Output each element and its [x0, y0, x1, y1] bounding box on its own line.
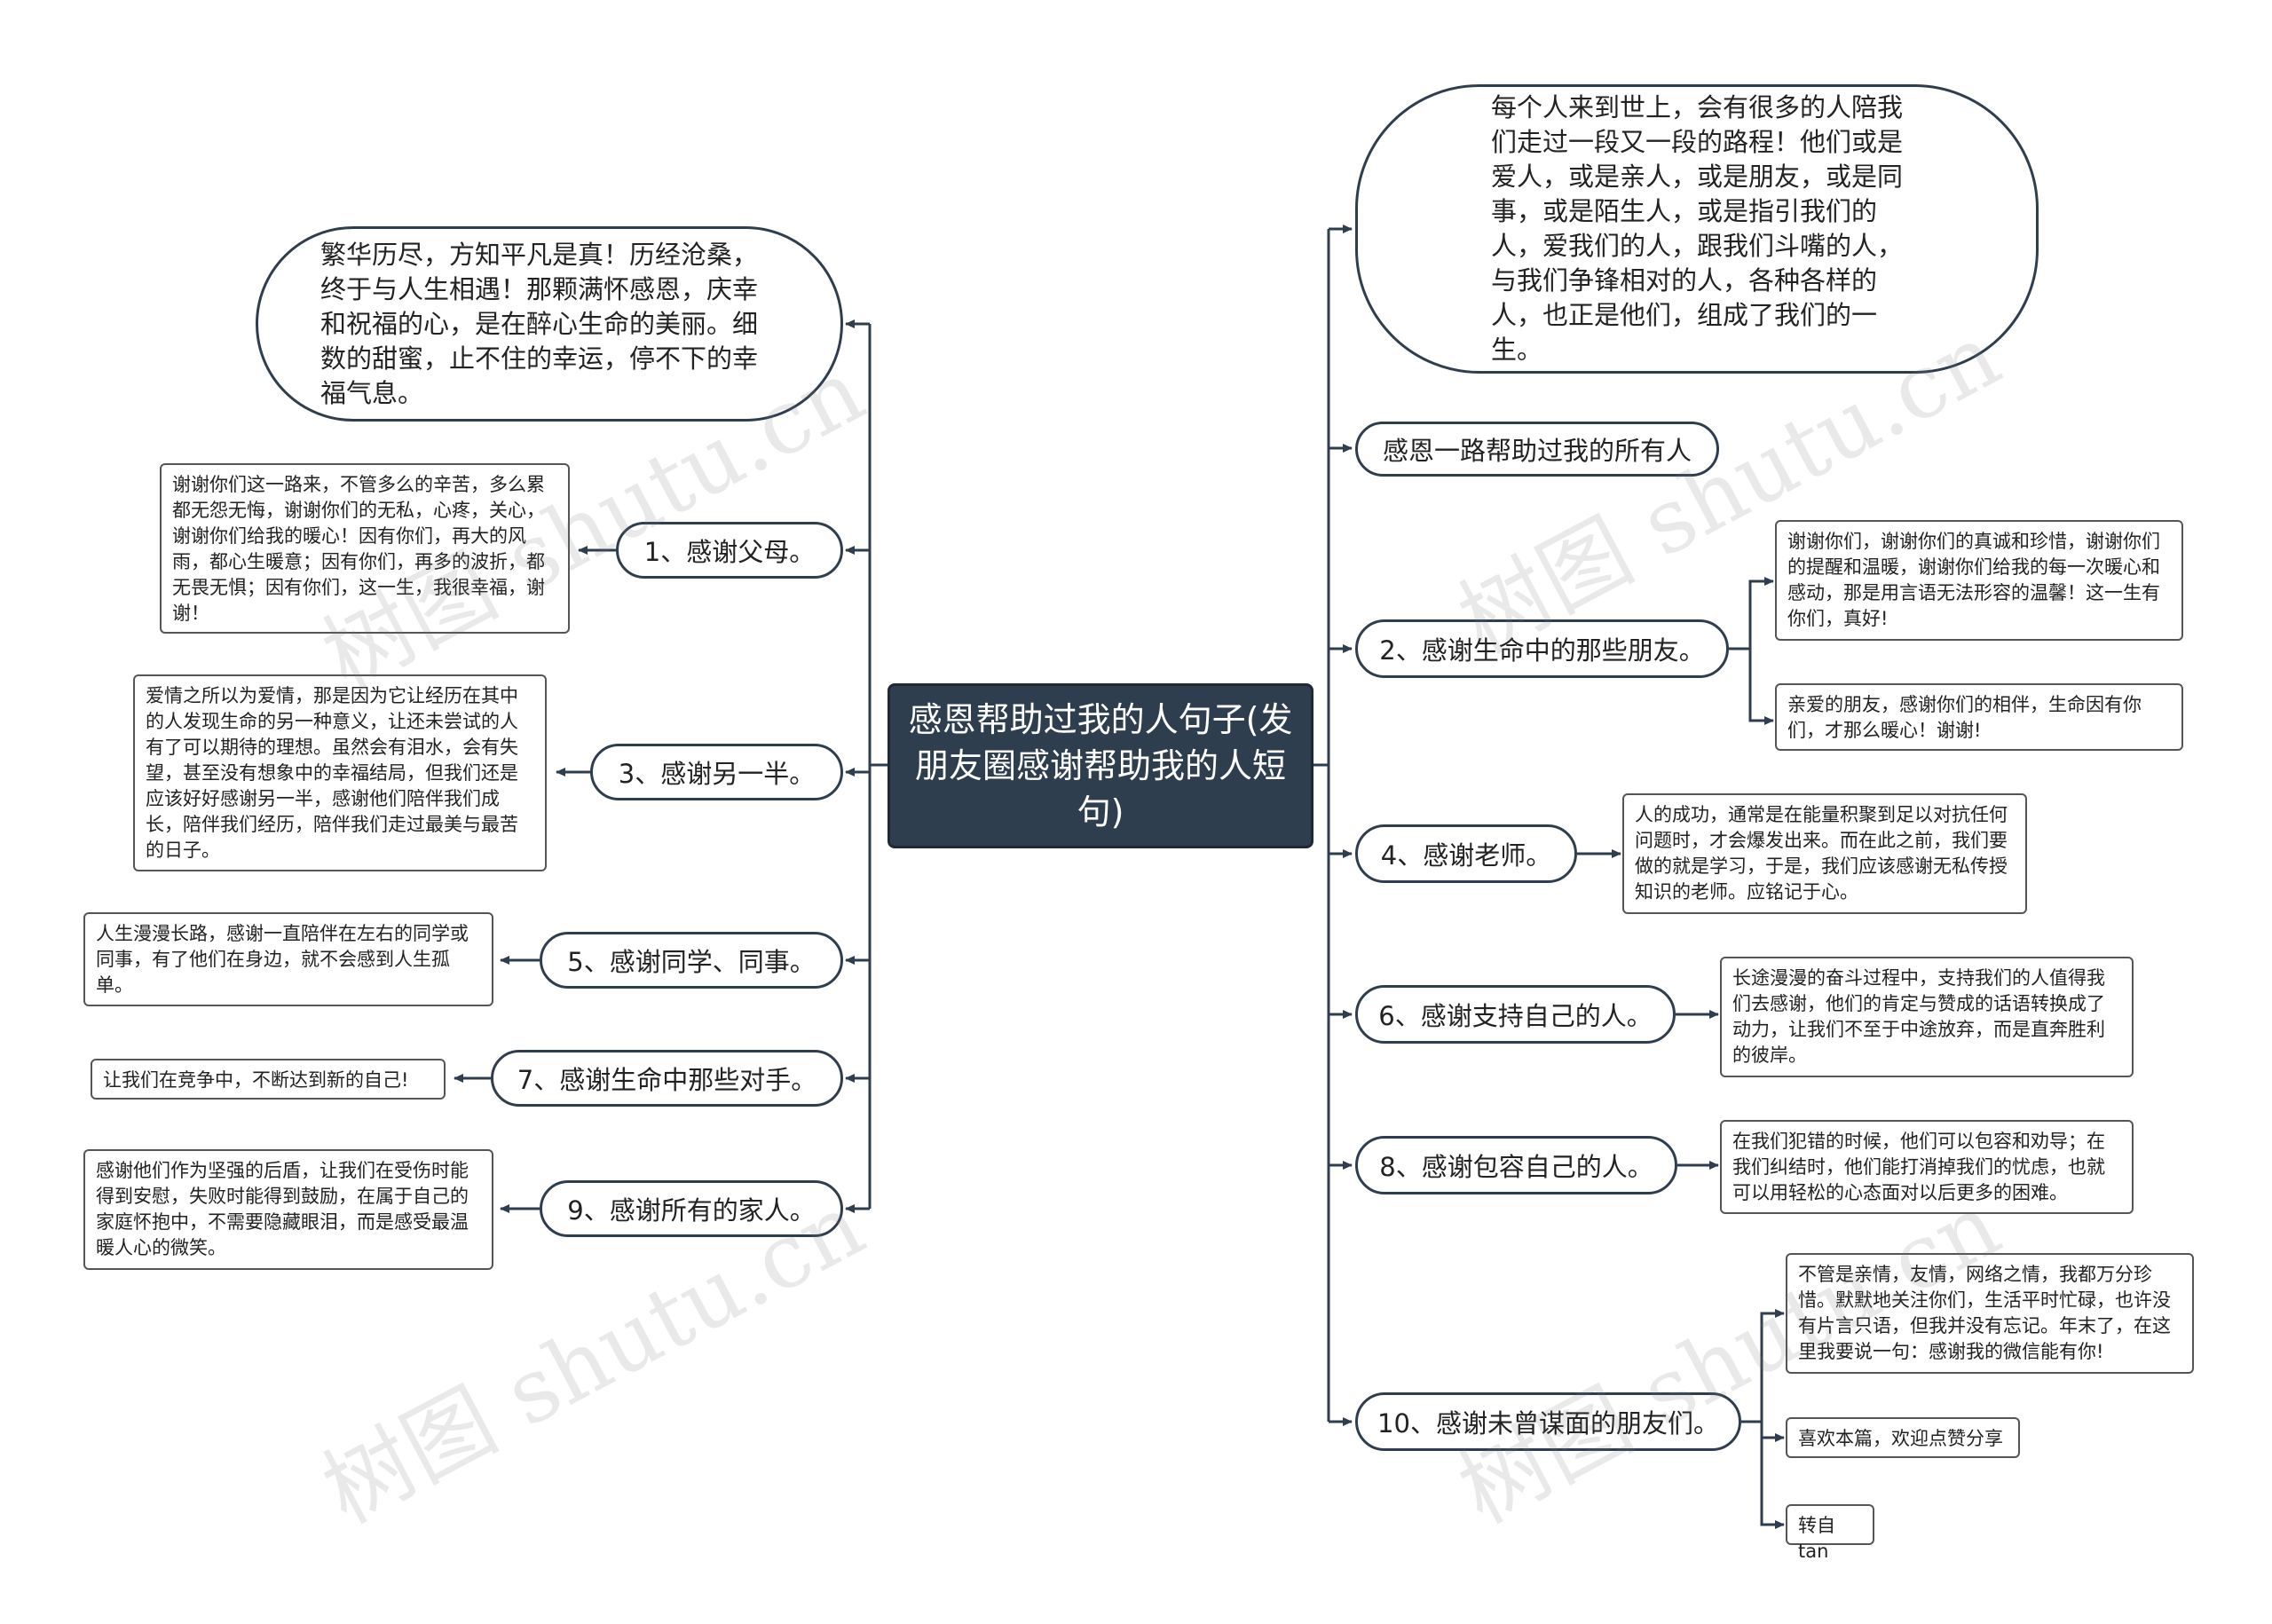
branch-label: 1、感谢父母。 [643, 537, 816, 567]
branch-thank-teachers[interactable]: 4、感谢老师。 [1355, 824, 1577, 883]
root-topic[interactable]: 感恩帮助过我的人句子(发朋友圈感谢帮助我的人短句) [888, 683, 1314, 848]
note-thank-partner[interactable]: 爱情之所以为爱情，那是因为它让经历在其中的人发现生命的另一种意义，让还未尝试的人… [133, 674, 547, 871]
note-thank-classmates[interactable]: 人生漫漫长路，感谢一直陪伴在左右的同学或同事，有了他们在身边，就不会感到人生孤单… [83, 912, 493, 1006]
branch-thank-parents[interactable]: 1、感谢父母。 [616, 522, 843, 579]
branch-label: 5、感谢同学、同事。 [567, 947, 816, 977]
left-intro-bubble[interactable]: 繁华历尽，方知平凡是真！历经沧桑，终于与人生相遇！那颗满怀感恩，庆幸和祝福的心，… [256, 226, 843, 422]
branch-thank-rivals[interactable]: 7、感谢生命中那些对手。 [491, 1050, 843, 1107]
note-thank-parents[interactable]: 谢谢你们这一路来，不管多么的辛苦，多么累都无怨无悔，谢谢你们的无私，心疼，关心，… [160, 463, 570, 634]
note-text: 谢谢你们，谢谢你们的真诚和珍惜，谢谢你们的提醒和温暖，谢谢你们给我的每一次暖心和… [1787, 531, 2160, 629]
branch-thank-classmates[interactable]: 5、感谢同学、同事。 [540, 932, 843, 989]
note-text: 人生漫漫长路，感谢一直陪伴在左右的同学或同事，有了他们在身边，就不会感到人生孤单… [96, 923, 469, 996]
note-text: 在我们犯错的时候，他们可以包容和劝导；在我们纠结时，他们能打消掉我们的忧虑，也就… [1732, 1131, 2105, 1203]
note-text: 长途漫漫的奋斗过程中，支持我们的人值得我们去感谢，他们的肯定与赞成的话语转换成了… [1732, 967, 2105, 1066]
note-text: 人的成功，通常是在能量积聚到足以对抗任何问题时，才会爆发出来。而在此之前，我们要… [1635, 804, 2008, 903]
note-share-prompt[interactable]: 喜欢本篇，欢迎点赞分享 [1786, 1417, 2020, 1458]
note-text: 谢谢你们这一路来，不管多么的辛苦，多么累都无怨无悔，谢谢你们的无私，心疼，关心，… [172, 474, 545, 624]
branch-label: 4、感谢老师。 [1380, 840, 1552, 871]
branch-thank-tolerant[interactable]: 8、感谢包容自己的人。 [1355, 1136, 1677, 1194]
left-intro-text: 繁华历尽，方知平凡是真！历经沧桑，终于与人生相遇！那颗满怀感恩，庆幸和祝福的心，… [320, 239, 759, 408]
note-source[interactable]: 转自tan [1786, 1504, 1874, 1562]
branch-thank-partner[interactable]: 3、感谢另一半。 [590, 744, 843, 800]
root-title: 感恩帮助过我的人句子(发朋友圈感谢帮助我的人短句) [908, 700, 1293, 832]
branch-label: 9、感谢所有的家人。 [567, 1195, 816, 1226]
note-thank-supporters[interactable]: 长途漫漫的奋斗过程中，支持我们的人值得我们去感谢，他们的肯定与赞成的话语转换成了… [1720, 957, 2134, 1077]
note-text: 爱情之所以为爱情，那是因为它让经历在其中的人发现生命的另一种意义，让还未尝试的人… [146, 685, 518, 861]
note-text: 喜欢本篇，欢迎点赞分享 [1798, 1428, 2003, 1449]
branch-thank-friends[interactable]: 2、感谢生命中的那些朋友。 [1355, 619, 1729, 678]
note-thank-rivals[interactable]: 让我们在竞争中，不断达到新的自己! [91, 1059, 446, 1100]
note-thank-family[interactable]: 感谢他们作为坚强的后盾，让我们在受伤时能得到安慰，失败时能得到鼓励，在属于自己的… [83, 1149, 493, 1270]
note-text: 亲爱的朋友，感谢你们的相伴，生命因有你们，才那么暖心！谢谢! [1787, 694, 2142, 741]
note-text: 转自tan [1798, 1515, 1835, 1562]
branch-label: 3、感谢另一半。 [618, 759, 816, 789]
branch-thank-family[interactable]: 9、感谢所有的家人。 [540, 1180, 843, 1237]
branch-label: 10、感谢未曾谋面的朋友们。 [1377, 1408, 1719, 1439]
branch-label: 2、感谢生命中的那些朋友。 [1379, 635, 1705, 666]
branch-label: 7、感谢生命中那些对手。 [517, 1065, 817, 1095]
branch-label: 8、感谢包容自己的人。 [1379, 1152, 1653, 1182]
right-heading-label: 感恩一路帮助过我的所有人 [1382, 436, 1692, 466]
note-thank-online-friends-1[interactable]: 不管是亲情，友情，网络之情，我都万分珍惜。默默地关注你们，生活平时忙碌，也许没有… [1786, 1253, 2194, 1374]
note-thank-friends-2[interactable]: 亲爱的朋友，感谢你们的相伴，生命因有你们，才那么暖心！谢谢! [1775, 683, 2183, 751]
note-thank-friends-1[interactable]: 谢谢你们，谢谢你们的真诚和珍惜，谢谢你们的提醒和温暖，谢谢你们给我的每一次暖心和… [1775, 520, 2183, 641]
note-thank-teachers[interactable]: 人的成功，通常是在能量积聚到足以对抗任何问题时，才会爆发出来。而在此之前，我们要… [1622, 793, 2027, 914]
note-text: 让我们在竞争中，不断达到新的自己! [103, 1069, 409, 1091]
note-text: 不管是亲情，友情，网络之情，我都万分珍惜。默默地关注你们，生活平时忙碌，也许没有… [1798, 1264, 2171, 1362]
note-text: 感谢他们作为坚强的后盾，让我们在受伤时能得到安慰，失败时能得到鼓励，在属于自己的… [96, 1160, 469, 1258]
branch-thank-online-friends[interactable]: 10、感谢未曾谋面的朋友们。 [1355, 1392, 1741, 1451]
right-intro-bubble[interactable]: 每个人来到世上，会有很多的人陪我们走过一段又一段的路程！他们或是爱人，或是亲人，… [1355, 84, 2039, 374]
right-heading-topic[interactable]: 感恩一路帮助过我的所有人 [1355, 422, 1719, 477]
note-thank-tolerant[interactable]: 在我们犯错的时候，他们可以包容和劝导；在我们纠结时，他们能打消掉我们的忧虑，也就… [1720, 1120, 2134, 1214]
branch-thank-supporters[interactable]: 6、感谢支持自己的人。 [1355, 985, 1676, 1044]
right-intro-text: 每个人来到世上，会有很多的人陪我们走过一段又一段的路程！他们或是爱人，或是亲人，… [1491, 92, 1904, 365]
branch-label: 6、感谢支持自己的人。 [1378, 1001, 1653, 1031]
